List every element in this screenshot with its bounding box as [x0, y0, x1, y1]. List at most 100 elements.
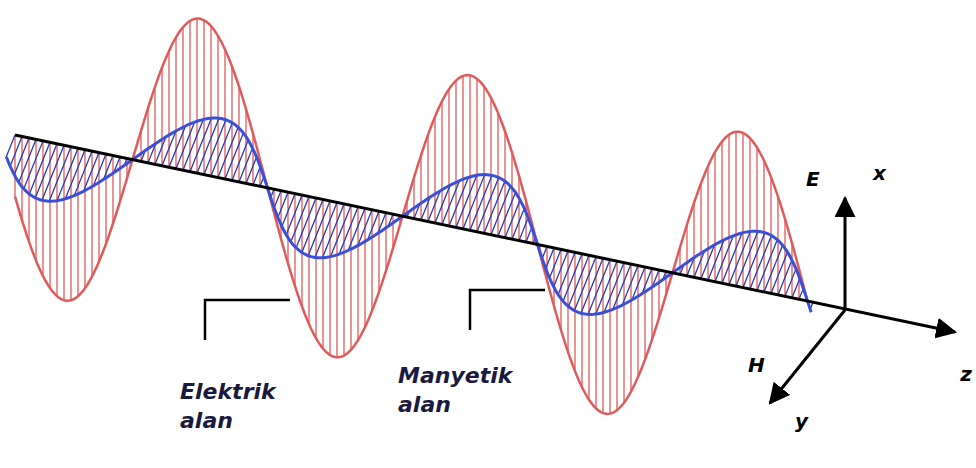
hatch-line — [476, 79, 477, 232]
hatch-line — [6, 135, 15, 157]
hatch-line — [778, 260, 792, 295]
hatch-line — [483, 86, 484, 233]
hatch-line — [512, 208, 524, 239]
hatch-line — [526, 228, 532, 243]
axis-label: x — [873, 160, 886, 186]
hatch-line — [519, 218, 528, 241]
hatch-line — [294, 194, 295, 287]
hatch-line — [329, 201, 330, 355]
hatch-line — [518, 176, 519, 241]
hatch-line — [651, 268, 652, 339]
hatch-line — [385, 213, 386, 271]
hatch-line — [291, 197, 309, 242]
hatch-line — [693, 203, 694, 277]
axis-label: E — [806, 166, 820, 192]
hatch-line — [238, 87, 239, 182]
hatch-line — [735, 132, 736, 286]
axis-label: z — [960, 361, 972, 387]
hatch-line — [434, 117, 435, 223]
hatch-line — [225, 133, 243, 179]
hatch-line — [558, 252, 575, 294]
hatch-line — [24, 141, 43, 189]
hatch-line — [343, 204, 344, 356]
hatch-line — [420, 155, 421, 220]
hatch-line — [196, 19, 197, 174]
hatch-line — [336, 202, 337, 357]
hatch-line — [14, 138, 29, 175]
hatch-line — [286, 195, 302, 235]
hatch-line — [147, 108, 148, 163]
hatch-line — [504, 131, 505, 237]
hatch-line — [14, 135, 15, 196]
hatch-line — [553, 248, 554, 306]
hatch-line — [70, 147, 71, 300]
hatch-line — [239, 148, 253, 182]
hatch-line — [274, 191, 281, 208]
hatch-line — [791, 243, 792, 298]
hatch-line — [427, 135, 428, 222]
hatch-line — [203, 20, 204, 174]
hatch-line — [609, 260, 610, 414]
hatch-line — [19, 139, 36, 182]
hatch-line — [554, 251, 568, 287]
electric-field-wave — [15, 19, 807, 414]
hatch-line — [10, 136, 22, 166]
hatch-line — [602, 258, 603, 413]
hatch-line — [792, 278, 800, 297]
hatch-line — [161, 68, 162, 166]
hatch-line — [232, 140, 248, 180]
hatch-line — [253, 167, 260, 185]
electric-field-hatch — [15, 19, 806, 414]
hatch-line — [700, 183, 701, 278]
hatch-line — [764, 245, 783, 292]
hatch-line — [21, 136, 22, 220]
hatch-line — [469, 75, 470, 230]
hatch-line — [462, 76, 463, 229]
hatch-line — [413, 178, 414, 219]
hatch-line — [371, 210, 372, 311]
hatch-line — [280, 191, 281, 239]
z-axis — [15, 135, 955, 332]
hatch-line — [210, 26, 211, 176]
hatch-line — [112, 156, 113, 224]
hatch-line — [511, 152, 512, 239]
field-label: Manyetik alan — [398, 362, 528, 419]
hatch-line — [595, 257, 596, 409]
hatch-line — [77, 148, 78, 296]
hatch-line — [771, 252, 788, 293]
hatch-line — [105, 154, 106, 244]
field-label: Elektrik alan — [180, 378, 300, 435]
hatch-line — [777, 197, 778, 295]
leader-line — [470, 290, 545, 330]
hatch-line — [749, 138, 750, 289]
hatch-line — [505, 200, 520, 238]
hatch-line — [644, 267, 645, 360]
hatch-line — [491, 186, 510, 235]
hatch-line — [119, 157, 120, 201]
hatch-line — [322, 200, 323, 349]
hatch-line — [378, 211, 379, 292]
hatch-line — [56, 144, 57, 296]
axis-label: H — [748, 352, 765, 378]
hatch-line — [154, 87, 155, 165]
hatch-line — [498, 192, 515, 236]
e-axis — [844, 198, 847, 310]
hatch-line — [658, 270, 659, 318]
hatch-line — [563, 254, 582, 301]
hatch-line — [616, 261, 617, 410]
leader-line — [205, 300, 290, 340]
hatch-line — [742, 133, 743, 288]
hatch-line — [455, 81, 456, 228]
hatch-line — [189, 21, 190, 172]
hatch-line — [63, 145, 64, 300]
hatch-line — [686, 225, 687, 276]
axis-label: y — [795, 408, 808, 434]
h-axis — [770, 310, 845, 403]
hatch-line — [252, 134, 253, 185]
hatch-line — [567, 251, 568, 352]
hatch-line — [728, 135, 729, 285]
hatch-line — [28, 138, 29, 242]
hatch-line — [546, 248, 554, 269]
hatch-line — [282, 194, 295, 227]
